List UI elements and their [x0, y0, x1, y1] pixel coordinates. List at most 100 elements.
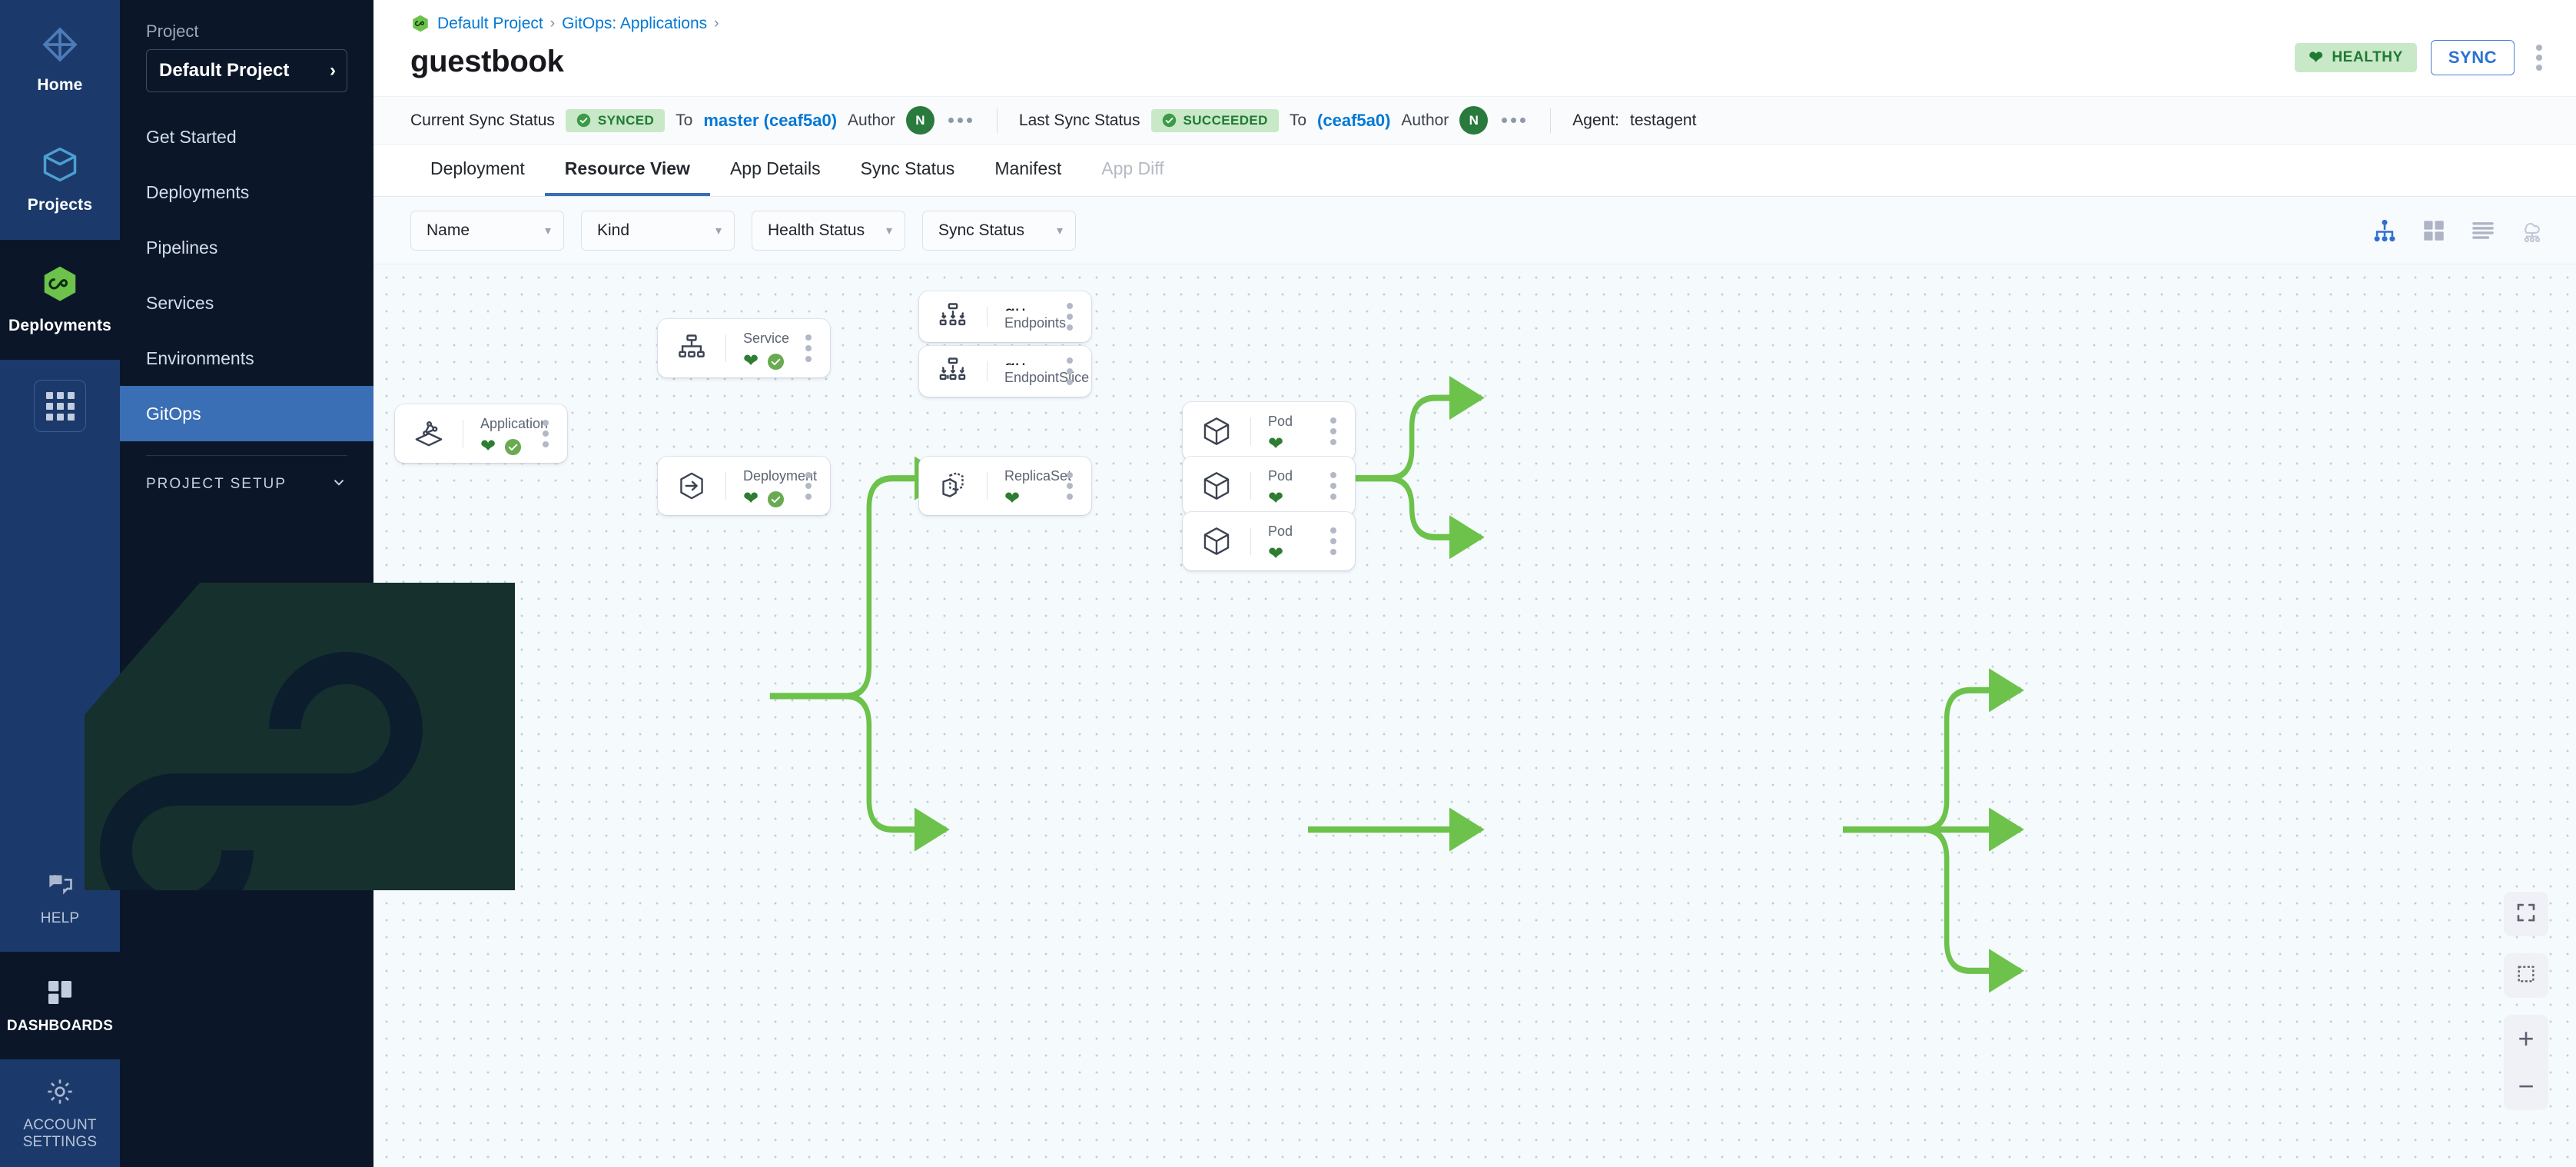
sidebar-project-setup[interactable]: PROJECT SETUP	[120, 456, 373, 513]
graph-node-endpoints[interactable]: guestbook-ui Endpoints	[919, 291, 1091, 342]
rail-item-help[interactable]: ? HELP	[0, 844, 120, 952]
tab-app-details[interactable]: App Details	[710, 145, 841, 196]
tab-sync-status[interactable]: Sync Status	[841, 145, 975, 196]
heart-icon: ❤	[480, 436, 496, 457]
rail-item-projects[interactable]: Projects	[0, 120, 120, 240]
node-body: guestbook-ui-5b64f6959… Pod ❤	[1251, 512, 1312, 570]
sidebar-item-get-started[interactable]: Get Started	[120, 109, 373, 165]
current-more-icon[interactable]	[945, 118, 975, 123]
node-menu-icon[interactable]	[524, 404, 567, 463]
zoom-in-out-group: + −	[2504, 1015, 2548, 1110]
sidebar-item-gitops[interactable]: GitOps	[120, 386, 373, 441]
health-badge-label: HEALTHY	[2332, 49, 2403, 65]
deployment-icon	[658, 457, 725, 515]
graph-node-pod-3[interactable]: guestbook-ui-5b64f6959… Pod ❤	[1183, 512, 1355, 570]
node-menu-icon[interactable]	[1048, 291, 1091, 342]
zoom-out-button[interactable]: −	[2504, 1062, 2548, 1110]
node-menu-icon[interactable]	[1312, 457, 1355, 515]
node-menu-icon[interactable]	[1312, 512, 1355, 570]
current-sync-status-group: Current Sync Status SYNCED To master (ce…	[410, 106, 975, 135]
rail-item-deployments[interactable]: Deployments	[0, 240, 120, 360]
filter-name-select[interactable]: Name ▾	[410, 210, 564, 251]
application-icon	[395, 404, 463, 463]
node-menu-icon[interactable]	[787, 457, 830, 515]
graph-node-pod-2[interactable]: guestbook-ui-5b64f6959… Pod ❤	[1183, 457, 1355, 515]
graph-node-deployment[interactable]: guestbook-ui Deployment ❤	[658, 457, 830, 515]
svg-text:?: ?	[52, 875, 58, 885]
sync-status-bar: Current Sync Status SYNCED To master (ce…	[373, 97, 2576, 145]
node-menu-icon[interactable]	[1048, 346, 1091, 397]
node-divider	[1250, 527, 1251, 555]
grid-view-icon[interactable]	[2421, 218, 2447, 244]
node-menu-icon[interactable]	[1312, 402, 1355, 460]
project-selector[interactable]: Default Project ›	[146, 49, 347, 92]
filter-sync-status-select[interactable]: Sync Status ▾	[922, 210, 1076, 251]
tab-bar: Deployment Resource View App Details Syn…	[373, 145, 2576, 197]
tab-resource-view[interactable]: Resource View	[544, 145, 710, 196]
last-to-label: To	[1289, 111, 1307, 129]
rail-item-dashboards[interactable]: DASHBOARDS	[0, 952, 120, 1059]
zoom-in-button[interactable]: +	[2504, 1015, 2548, 1062]
tab-manifest[interactable]: Manifest	[974, 145, 1081, 196]
status-divider	[996, 108, 998, 133]
node-divider	[1250, 472, 1251, 500]
current-author-label: Author	[848, 111, 895, 129]
sync-button[interactable]: SYNC	[2430, 40, 2515, 75]
sidebar-item-label: Get Started	[146, 126, 237, 147]
tree-view-icon[interactable]	[2372, 218, 2398, 244]
graph-node-endpointslice[interactable]: guestbook-ui-ncpmr EndpointSlice	[919, 346, 1091, 397]
page-header-left: Default Project › GitOps: Applications ›…	[410, 14, 719, 96]
last-revision-link[interactable]: (ceaf5a0)	[1317, 110, 1391, 130]
page-header: Default Project › GitOps: Applications ›…	[373, 0, 2576, 97]
chevron-down-icon: ▾	[715, 224, 722, 238]
node-badges: ❤	[1268, 435, 1312, 454]
graph-node-application[interactable]: guestbook Application ❤	[395, 404, 567, 463]
apps-grid-button[interactable]	[34, 380, 86, 432]
resource-graph-canvas[interactable]: guestbook Application ❤	[373, 264, 2576, 1167]
sidebar-nav-list: Get Started Deployments Pipelines Servic…	[120, 109, 373, 441]
sidebar-item-pipelines[interactable]: Pipelines	[120, 220, 373, 275]
sidebar-item-environments[interactable]: Environments	[120, 331, 373, 386]
chevron-down-icon: ▾	[885, 224, 892, 238]
filter-health-status-select[interactable]: Health Status ▾	[752, 210, 905, 251]
last-more-icon[interactable]	[1499, 118, 1529, 123]
graph-edges	[769, 375, 2024, 993]
network-view-icon[interactable]	[2519, 218, 2545, 244]
graph-node-service[interactable]: guestbook-ui Service ❤	[658, 319, 830, 377]
chevron-down-icon: ▾	[1056, 224, 1063, 238]
fit-to-screen-button[interactable]	[2504, 892, 2548, 936]
tab-deployment[interactable]: Deployment	[410, 145, 545, 196]
sidebar-item-deployments[interactable]: Deployments	[120, 165, 373, 220]
node-body: guestbook-ui-5b64f6959… Pod ❤	[1251, 402, 1312, 460]
question-chat-icon: ?	[45, 869, 75, 904]
tab-label: Deployment	[430, 158, 525, 178]
more-options-icon[interactable]	[2528, 40, 2550, 75]
breadcrumb-item-project[interactable]: Default Project	[437, 15, 543, 32]
node-kind: Pod	[1268, 414, 1293, 429]
sidebar-project-setup-label: PROJECT SETUP	[146, 476, 287, 492]
rail-item-account-settings[interactable]: ACCOUNT SETTINGS	[0, 1059, 120, 1167]
last-sync-status-label: Last Sync Status	[1018, 111, 1140, 129]
harness-logo-icon	[410, 14, 430, 34]
tab-label: App Details	[729, 158, 821, 178]
list-view-icon[interactable]	[2470, 218, 2496, 244]
current-revision-link[interactable]: master (ceaf5a0)	[703, 110, 838, 130]
sidebar-item-label: Pipelines	[146, 237, 218, 258]
selection-box-button[interactable]	[2504, 953, 2548, 998]
sidebar-item-services[interactable]: Services	[120, 275, 373, 331]
graph-node-replicaset[interactable]: guestbook-ui-5b64f69597 ReplicaSet ❤	[919, 457, 1091, 515]
graph-node-pod-1[interactable]: guestbook-ui-5b64f6959… Pod ❤	[1183, 402, 1355, 460]
agent-value: testagent	[1630, 111, 1697, 129]
home-diamond-icon	[40, 25, 80, 68]
node-menu-icon[interactable]	[1048, 457, 1091, 515]
rail-item-home[interactable]: Home	[0, 0, 120, 120]
fit-to-screen-icon	[2515, 901, 2538, 928]
zoom-out-icon: −	[2518, 1070, 2535, 1102]
heart-icon: ❤	[743, 351, 759, 371]
node-menu-icon[interactable]	[787, 319, 830, 377]
rail-item-label: DASHBOARDS	[6, 1017, 114, 1034]
node-kind: Deployment	[743, 468, 818, 484]
filter-kind-select[interactable]: Kind ▾	[581, 210, 735, 251]
breadcrumb-item-gitops-applications[interactable]: GitOps: Applications	[562, 15, 708, 32]
tab-label: Resource View	[564, 158, 690, 178]
